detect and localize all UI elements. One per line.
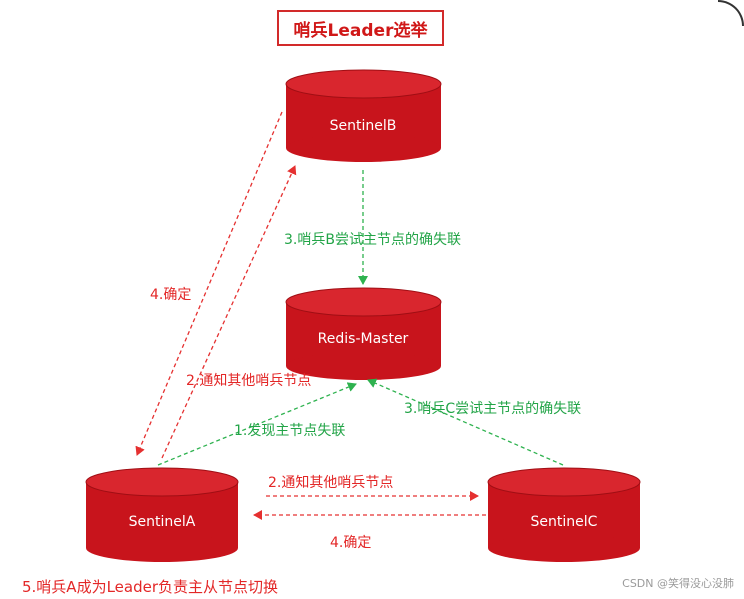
label-notify-right: 2.通知其他哨兵节点 bbox=[268, 475, 394, 491]
node-label-sentinel-c: SentinelC bbox=[530, 514, 598, 530]
watermark: CSDN @笑得没心没肺 bbox=[622, 577, 734, 590]
cylinder-sentinel-b bbox=[285, 69, 442, 162]
arrow-c-to-master bbox=[367, 378, 564, 466]
label-b-fail: 3.哨兵B尝试主节点的确失联 bbox=[284, 232, 461, 248]
label-confirm-left: 4.确定 bbox=[150, 287, 192, 303]
arrow-b-to-a bbox=[135, 111, 283, 456]
cylinder-sentinel-a bbox=[85, 467, 239, 562]
node-label-redis-master: Redis-Master bbox=[317, 331, 409, 347]
arrow-a-to-b bbox=[161, 165, 297, 459]
cylinder-redis-master bbox=[285, 287, 442, 380]
label-c-fail: 3.哨兵C尝试主节点的确失联 bbox=[404, 401, 582, 417]
node-label-sentinel-a: SentinelA bbox=[128, 514, 196, 530]
node-label-sentinel-b: SentinelB bbox=[329, 118, 397, 134]
label-confirm-bottom: 4.确定 bbox=[330, 535, 372, 551]
label-leader: 5.哨兵A成为Leader负责主从节点切换 bbox=[22, 578, 279, 596]
label-notify-up: 2.通知其他哨兵节点 bbox=[186, 373, 312, 389]
arrow-a-to-master bbox=[157, 382, 357, 466]
diagram-title: 哨兵Leader选举 bbox=[277, 10, 444, 46]
label-a-detect: 1.发现主节点失联 bbox=[234, 423, 346, 439]
cylinder-sentinel-c bbox=[487, 467, 641, 562]
